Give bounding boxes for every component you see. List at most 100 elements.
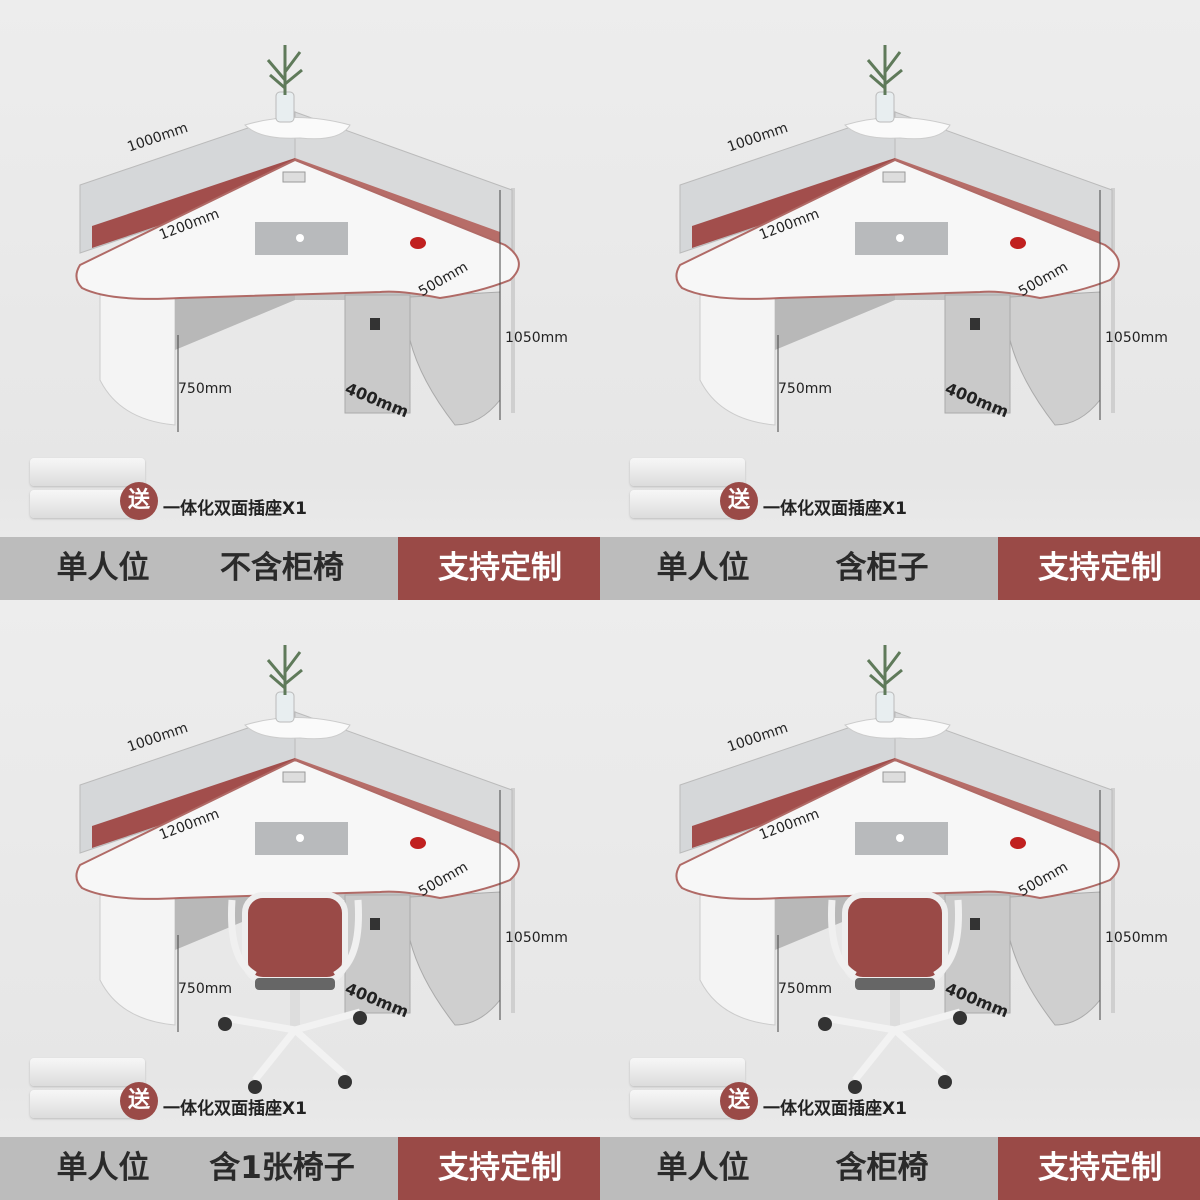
plant-vase: [875, 91, 895, 123]
dimension-lines: [777, 190, 1101, 432]
cabinet-lock: [970, 918, 980, 930]
gift-promo: 送 一体化双面插座X1: [630, 1058, 950, 1122]
custom-label[interactable]: 支持定制: [438, 1150, 562, 1186]
dimension-partition-height: 1050mm: [1105, 330, 1168, 346]
plant: [266, 45, 303, 95]
dimension-lines: [777, 790, 1101, 1032]
coffee-cup: [1010, 837, 1026, 849]
custom-label[interactable]: 支持定制: [1038, 550, 1162, 586]
option-label: 不含柜椅: [220, 550, 344, 586]
dimension-desk-height: 750mm: [178, 981, 232, 997]
chair-seat: [255, 978, 335, 990]
gift-badge: 送: [720, 482, 758, 520]
desk-drawing: [75, 45, 520, 432]
product-variant-panel[interactable]: 1000mm 1200mm 500mm 1050mm 750mm 400mm 送…: [600, 0, 1200, 600]
dimension-partition-height: 1050mm: [1105, 930, 1168, 946]
chair-armrests: [228, 899, 362, 979]
chair-column: [890, 990, 900, 1030]
desk-illustration: [0, 600, 600, 1137]
seat-label: 单人位: [656, 1150, 750, 1186]
power-strip-image: [30, 1058, 145, 1086]
partition-red-strip-left: [692, 158, 895, 248]
dimension-desk-height: 750mm: [178, 381, 232, 397]
custom-badge-bg: [398, 1137, 600, 1200]
desk-drawing: [675, 645, 1120, 1032]
desk-grommet: [882, 171, 906, 183]
plant: [266, 645, 303, 695]
dimension-desk-height: 750mm: [778, 981, 832, 997]
mobile-cabinet: [344, 294, 411, 414]
power-strip-image: [30, 458, 145, 486]
desk-illustration: [0, 0, 600, 537]
chair-base: [824, 1008, 961, 1083]
dimension-partition-height: 1050mm: [505, 330, 568, 346]
dimension-lines: [177, 190, 501, 432]
partition-red-strip-left: [92, 158, 295, 248]
desk-grommet: [882, 771, 906, 783]
chair-base: [224, 1008, 361, 1083]
product-variant-panel[interactable]: 1000mm 1200mm 500mm 1050mm 750mm 400mm 送…: [0, 0, 600, 600]
power-strip-image: [630, 458, 745, 486]
coffee-cup: [410, 837, 426, 849]
laptop-logo: [296, 234, 304, 242]
gift-promo: 送 一体化双面插座X1: [30, 1058, 350, 1122]
office-chair: [218, 892, 367, 1094]
gift-badge: 送: [120, 482, 158, 520]
partition-red-strip-left: [692, 758, 895, 848]
custom-badge-bg: [998, 537, 1200, 600]
variant-label-bar: 单人位 不含柜椅 支持定制: [0, 537, 600, 600]
seat-label: 单人位: [656, 550, 750, 586]
gift-badge: 送: [120, 1082, 158, 1120]
plant: [866, 45, 903, 95]
dimension-desk-height: 750mm: [778, 381, 832, 397]
laptop-logo: [896, 234, 904, 242]
option-label: 含柜椅: [835, 1150, 929, 1186]
partition-post: [1111, 188, 1115, 413]
coffee-cup: [1010, 237, 1026, 249]
desk-leg-left: [699, 894, 776, 1026]
chair-wheels: [218, 1011, 367, 1094]
partition-post: [511, 188, 515, 413]
laptop-logo: [296, 834, 304, 842]
desk-grommet: [282, 771, 306, 783]
custom-badge-bg: [398, 537, 600, 600]
seat-label: 单人位: [56, 550, 150, 586]
desk-leg-left: [699, 294, 776, 426]
plant-vase: [275, 91, 295, 123]
custom-label[interactable]: 支持定制: [1038, 1150, 1162, 1186]
option-label: 含柜子: [835, 550, 929, 586]
desk-grommet: [282, 171, 306, 183]
partition-post: [1111, 788, 1115, 1013]
gift-badge: 送: [720, 1082, 758, 1120]
custom-label[interactable]: 支持定制: [438, 550, 562, 586]
chair-back: [242, 892, 348, 983]
desk-leg-left: [99, 894, 176, 1026]
desk-drawing: [675, 45, 1120, 432]
desk-drawing: [75, 645, 520, 1032]
seat-label: 单人位: [56, 1150, 150, 1186]
variant-label-bar: 单人位 含柜椅 支持定制: [600, 1137, 1200, 1200]
dimension-lines: [177, 790, 501, 1032]
desk-leg-left: [99, 294, 176, 426]
mobile-cabinet: [944, 294, 1011, 414]
product-variant-panel[interactable]: 1000mm 1200mm 500mm 1050mm 750mm 400mm 送…: [600, 600, 1200, 1200]
partition-red-strip-left: [92, 758, 295, 848]
partition-post: [511, 788, 515, 1013]
chair-column: [290, 990, 300, 1030]
chair-wheels: [818, 1011, 967, 1094]
desk-illustration: [600, 600, 1200, 1137]
chair-armrests: [828, 899, 962, 979]
cabinet-lock: [370, 918, 380, 930]
desk-illustration: [600, 0, 1200, 537]
gift-text: 一体化双面插座X1: [763, 499, 907, 519]
dimension-partition-height: 1050mm: [505, 930, 568, 946]
cabinet-lock: [370, 318, 380, 330]
desk-leg-right: [409, 891, 501, 1026]
power-strip-image: [630, 1058, 745, 1086]
cabinet-lock: [970, 318, 980, 330]
gift-text: 一体化双面插座X1: [163, 1099, 307, 1119]
product-variant-panel[interactable]: 1000mm 1200mm 500mm 1050mm 750mm 400mm 送…: [0, 600, 600, 1200]
office-chair: [818, 892, 967, 1094]
variant-label-bar: 单人位 含1张椅子 支持定制: [0, 1137, 600, 1200]
laptop-logo: [896, 834, 904, 842]
